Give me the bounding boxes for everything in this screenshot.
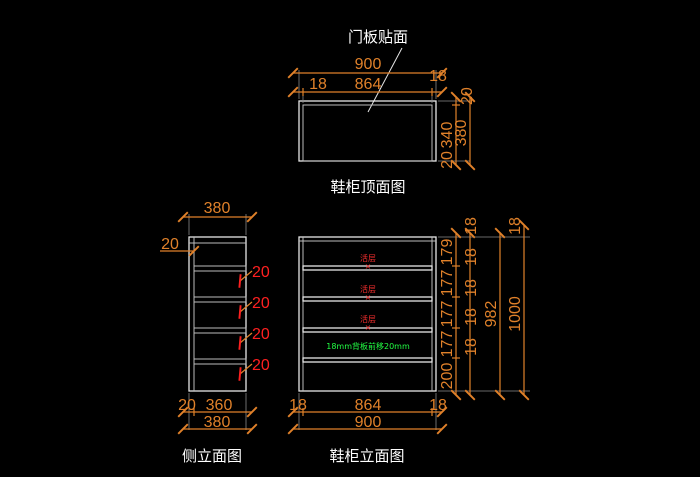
setback-20-1: 20: [252, 264, 270, 281]
top-dim-900: 900: [355, 56, 382, 73]
top-dim-18-left: 18: [309, 76, 327, 93]
front-view-title: 鞋柜立面图: [329, 447, 404, 465]
setback-20-2: 20: [252, 295, 270, 312]
front-dim-18-right: 18: [429, 397, 447, 414]
svg-text:×: ×: [365, 293, 372, 302]
front-shelf-2: [302, 296, 433, 302]
front-dim-18-left: 18: [289, 397, 307, 414]
side-shelf-2: [193, 296, 247, 303]
movable-shelf-2: 活层: [360, 284, 376, 294]
front-dim-179: 179: [439, 239, 456, 266]
front-dim-18-2: 18: [463, 248, 480, 266]
side-dim-380-top: 380: [204, 200, 231, 217]
top-dim-380: 380: [453, 120, 470, 147]
front-dim-1000: 1000: [507, 296, 524, 332]
side-dim-380-bottom: 380: [204, 414, 231, 431]
front-dim-177-c: 177: [439, 331, 456, 358]
top-dim-340: 340: [439, 122, 456, 149]
side-shelf-3: [193, 327, 247, 334]
top-view-outline: [298, 100, 437, 162]
front-view: 活层 × 活层 × 活层 × 18mm背板前移20mm 179 177 177 …: [287, 217, 530, 465]
front-dim-864: 864: [355, 397, 382, 414]
side-shelf-4: [193, 358, 247, 365]
front-dim-18-4: 18: [463, 308, 480, 326]
svg-text:×: ×: [365, 262, 372, 271]
svg-text:×: ×: [365, 323, 372, 332]
top-dim-864: 864: [355, 76, 382, 93]
front-dim-177-b: 177: [439, 301, 456, 328]
movable-shelf-3: 活层: [360, 314, 376, 324]
side-view-outline: [188, 236, 247, 392]
side-view-title: 侧立面图: [182, 447, 242, 465]
front-dim-18-top: 18: [507, 217, 524, 235]
side-dim-360: 360: [206, 397, 233, 414]
front-dim-900: 900: [355, 414, 382, 431]
setback-20-4: 20: [252, 357, 270, 374]
top-view: 门板贴面 900 18 864 18 20 340 20 380 鞋柜顶面图: [287, 28, 476, 196]
front-dim-18-5: 18: [463, 338, 480, 356]
top-dim-20: 20: [459, 87, 476, 105]
setback-20-3: 20: [252, 326, 270, 343]
top-view-title: 鞋柜顶面图: [330, 178, 405, 196]
front-dim-18-3: 18: [463, 279, 480, 297]
door-panel-label: 门板贴面: [348, 28, 408, 46]
top-dim-18-right: 18: [429, 68, 447, 85]
front-dim-18-1: 18: [463, 217, 480, 235]
front-shelf-3: [302, 327, 433, 333]
front-dim-982: 982: [483, 301, 500, 328]
side-shelf-1: [193, 265, 247, 272]
front-view-outline: [298, 236, 437, 392]
front-shelf-1: [302, 265, 433, 271]
top-dim-20-b: 20: [439, 151, 456, 169]
front-dim-200: 200: [439, 363, 456, 390]
side-dim-20: 20: [161, 236, 179, 253]
top-view-inner: [302, 104, 433, 162]
side-dim-20-bottom: 20: [178, 397, 196, 414]
front-dim-177-a: 177: [439, 270, 456, 297]
side-view: 380 20 20 20 20 20 20 360 380 侧立面图: [160, 200, 270, 465]
back-panel-note: 18mm背板前移20mm: [326, 341, 410, 351]
movable-shelf-1: 活层: [360, 253, 376, 263]
front-shelf-4: [302, 357, 433, 363]
